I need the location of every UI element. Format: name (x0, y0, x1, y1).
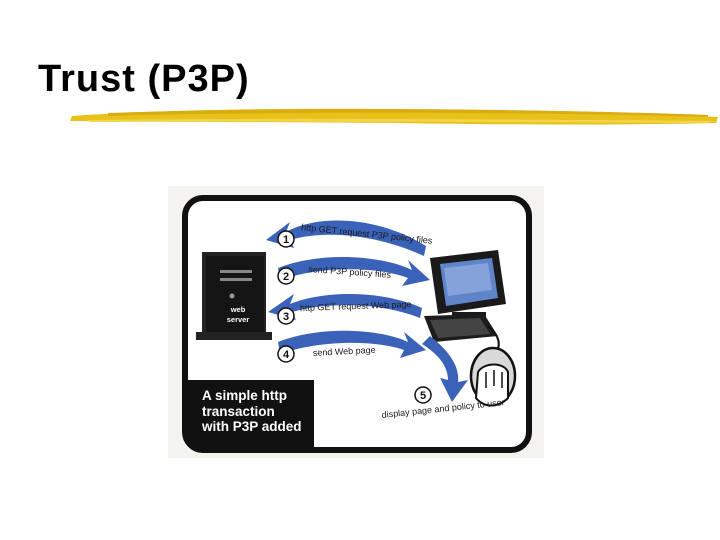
keyboard-icon (424, 314, 498, 342)
p3p-diagram: web server (168, 186, 544, 458)
step-label-3: http GET request Web page (300, 299, 412, 313)
web-server-label-2: server (227, 315, 250, 324)
step-label-4: send Web page (313, 345, 376, 358)
step-badge-3: 3 (277, 307, 295, 325)
step-badge-2: 2 (277, 267, 295, 285)
step-number-5: 5 (420, 390, 426, 402)
web-server-icon: web server (196, 252, 272, 340)
slide-title: Trust (P3P) (38, 58, 250, 100)
step-badge-1: 1 (277, 230, 295, 248)
arrow-step-4 (278, 330, 426, 358)
arrow-step-3 (268, 293, 422, 320)
caption-line-2: transaction (202, 403, 275, 419)
mouse-hand-icon (469, 346, 517, 407)
arrow-step-2 (278, 256, 430, 286)
caption-line-3: with P3P added (202, 419, 302, 434)
step-number-1: 1 (283, 234, 289, 246)
step-badge-5: 5 (414, 386, 432, 404)
caption-line-1: A simple http (202, 388, 288, 403)
step-number-3: 3 (283, 311, 289, 323)
arrow-step-1 (266, 220, 426, 256)
web-server-label-1: web (230, 305, 246, 314)
title-underline-brushstroke (70, 108, 718, 125)
step-number-4: 4 (283, 349, 290, 361)
diagram-caption: A simple http transaction with P3P added (202, 388, 322, 435)
step-badge-4: 4 (277, 345, 295, 363)
diagram-caption-box: A simple http transaction with P3P added (186, 380, 314, 448)
step-number-2: 2 (283, 271, 289, 283)
arrow-step-5 (422, 336, 468, 402)
